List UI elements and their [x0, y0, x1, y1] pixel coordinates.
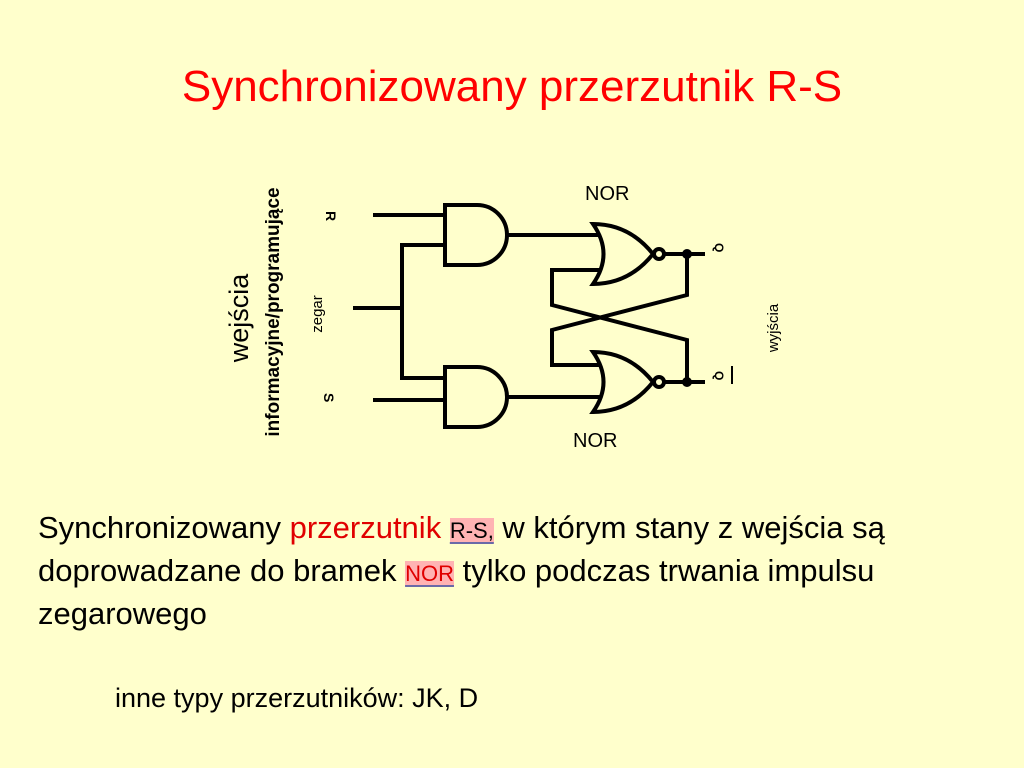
junction-qbar [682, 377, 692, 387]
desc-highlight-rs: R-S, [449, 518, 494, 543]
wire-feedback-qbar [550, 268, 689, 382]
nor-gate-top-bubble [652, 247, 666, 261]
nor-top-label: NOR [585, 183, 629, 205]
clock-label: zegar [309, 295, 326, 333]
nor-gate-bottom-bubble [652, 375, 666, 389]
outputs-label: wyjścia [765, 303, 782, 353]
inputs-label: wejścia [224, 273, 254, 364]
description-paragraph: Synchronizowany przerzutnik R-S, w który… [38, 508, 998, 634]
slide-title: Synchronizowany przerzutnik R-S [181, 62, 843, 111]
junction-q [682, 249, 692, 259]
desc-part1: Synchronizowany [38, 510, 290, 545]
wire-clock-bus [400, 243, 445, 380]
desc-highlight-nor: NOR [405, 561, 454, 586]
output-qbar-label: Q [712, 371, 726, 380]
programming-inputs-label: informacyjne/programujące [263, 187, 284, 436]
rs-flipflop-diagram: R S Q Q NOR NOR wejścia informacyjne/pro… [224, 183, 782, 452]
nor-bottom-label: NOR [573, 430, 617, 452]
and-gate-bottom [443, 365, 509, 429]
input-s-label: S [321, 393, 337, 402]
input-r-label: R [323, 211, 339, 221]
desc-part4: tylko podczas trwania impulsu zegarowego [38, 553, 875, 631]
wire-feedback-q [550, 254, 689, 367]
desc-part3: w którym stany z wejścia są doprowadzane… [38, 510, 885, 588]
output-q-label: Q [712, 243, 726, 252]
nor-gate-top [589, 221, 656, 287]
and-gate-top [443, 203, 509, 267]
other-flipflop-types: inne typy przerzutników: JK, D [115, 683, 479, 713]
nor-gate-bottom [589, 349, 656, 415]
desc-part2: przerzutnik [289, 510, 450, 545]
